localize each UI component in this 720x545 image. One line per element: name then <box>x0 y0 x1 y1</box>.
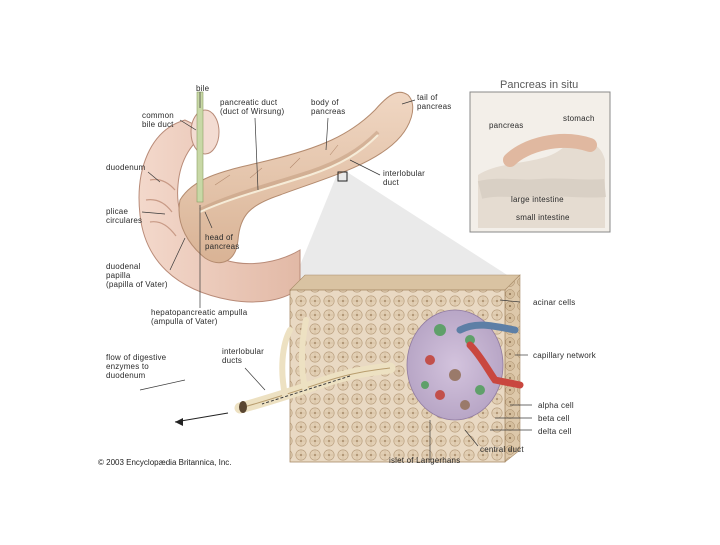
inset-label-pancreas: pancreas <box>489 121 524 130</box>
inset-label-large-intestine: large intestine <box>511 195 564 204</box>
label-common-bile-duct: common bile duct <box>142 111 174 129</box>
label-duodenum: duodenum <box>106 163 146 172</box>
label-bile: bile <box>196 84 210 93</box>
label-tail-of-pancreas: tail of pancreas <box>417 93 452 111</box>
islet-cells <box>421 324 485 410</box>
capillary-artery <box>466 341 524 389</box>
label-body-of-pancreas: body of pancreas <box>311 98 346 116</box>
label-interlobular-ducts: interlobular ducts <box>222 347 264 365</box>
label-plicae-circulares: plicae circulares <box>106 207 143 225</box>
label-delta-cell: delta cell <box>538 427 572 436</box>
label-head-of-pancreas: head of pancreas <box>205 233 240 251</box>
label-capillary-network: capillary network <box>533 351 596 360</box>
common-bile-duct <box>196 91 204 203</box>
pancreatic-duct <box>199 134 379 213</box>
copyright-notice: © 2003 Encyclopædia Britannica, Inc. <box>98 458 232 467</box>
label-acinar-cells: acinar cells <box>533 298 576 307</box>
label-hepatopancreatic-ampulla: hepatopancreatic ampulla (ampulla of Vat… <box>151 308 248 326</box>
label-interlobular-duct: interlobular duct <box>383 169 425 187</box>
label-islet-of-langerhans: islet of Langerhans <box>389 456 461 465</box>
inset-title: Pancreas in situ <box>500 79 579 91</box>
label-flow-of-enzymes: flow of digestive enzymes to duodenum <box>106 353 167 380</box>
leader-lines <box>139 92 532 460</box>
label-duodenal-papilla: duodenal papilla (papilla of Vater) <box>106 262 168 289</box>
projection-wedge <box>290 172 515 290</box>
inset-label-small-intestine: small intestine <box>516 213 570 222</box>
label-central-duct: central duct <box>480 445 524 454</box>
magnified-region-box <box>337 171 348 182</box>
label-beta-cell: beta cell <box>538 414 570 423</box>
label-alpha-cell: alpha cell <box>538 401 574 410</box>
inset-label-stomach: stomach <box>563 114 595 123</box>
capillary-vein <box>456 321 519 334</box>
label-pancreatic-duct: pancreatic duct (duct of Wirsung) <box>220 98 285 116</box>
